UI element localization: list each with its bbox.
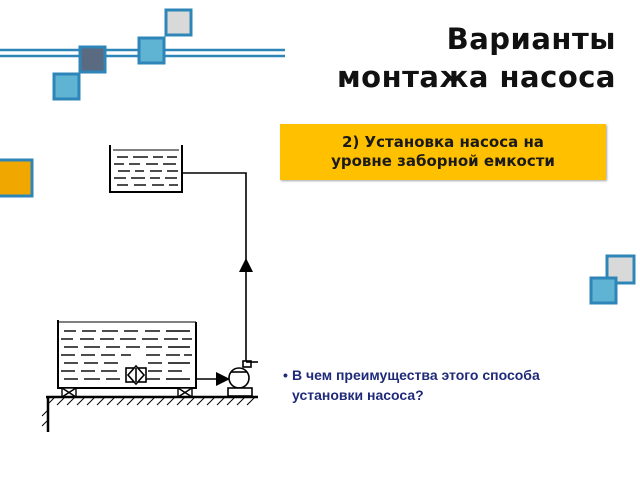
square-blue-mid (52, 72, 81, 101)
question-body: В чем преимущества этого способа установ… (292, 367, 540, 403)
lower-tank (57, 320, 197, 389)
square-orange-left (0, 158, 34, 198)
title-line-1: Варианты (446, 22, 616, 56)
title-line-2: монтажа насоса (336, 60, 616, 94)
callout-box: 2) Установка насоса на уровне заборной е… (280, 124, 606, 180)
delivery-pipe (182, 172, 247, 362)
intake-valve (125, 364, 147, 386)
tank-supports (61, 387, 193, 398)
square-dark-top (78, 45, 107, 74)
flow-arrow-up (239, 258, 253, 272)
square-gray-top (164, 8, 193, 37)
flow-arrow-right (216, 372, 230, 386)
page-title: Варианты монтажа насоса (286, 20, 616, 96)
upper-tank (109, 145, 183, 193)
square-blue-right (589, 276, 618, 305)
pump (227, 360, 258, 397)
callout-line-2: уровне заборной емкости (331, 152, 555, 170)
square-blue-top (137, 36, 166, 65)
question-text: • В чем преимущества этого способа устан… (283, 365, 612, 405)
callout-line-1: 2) Установка насоса на (342, 133, 544, 151)
bullet-dot-icon: • (283, 367, 288, 383)
ground (41, 395, 258, 432)
